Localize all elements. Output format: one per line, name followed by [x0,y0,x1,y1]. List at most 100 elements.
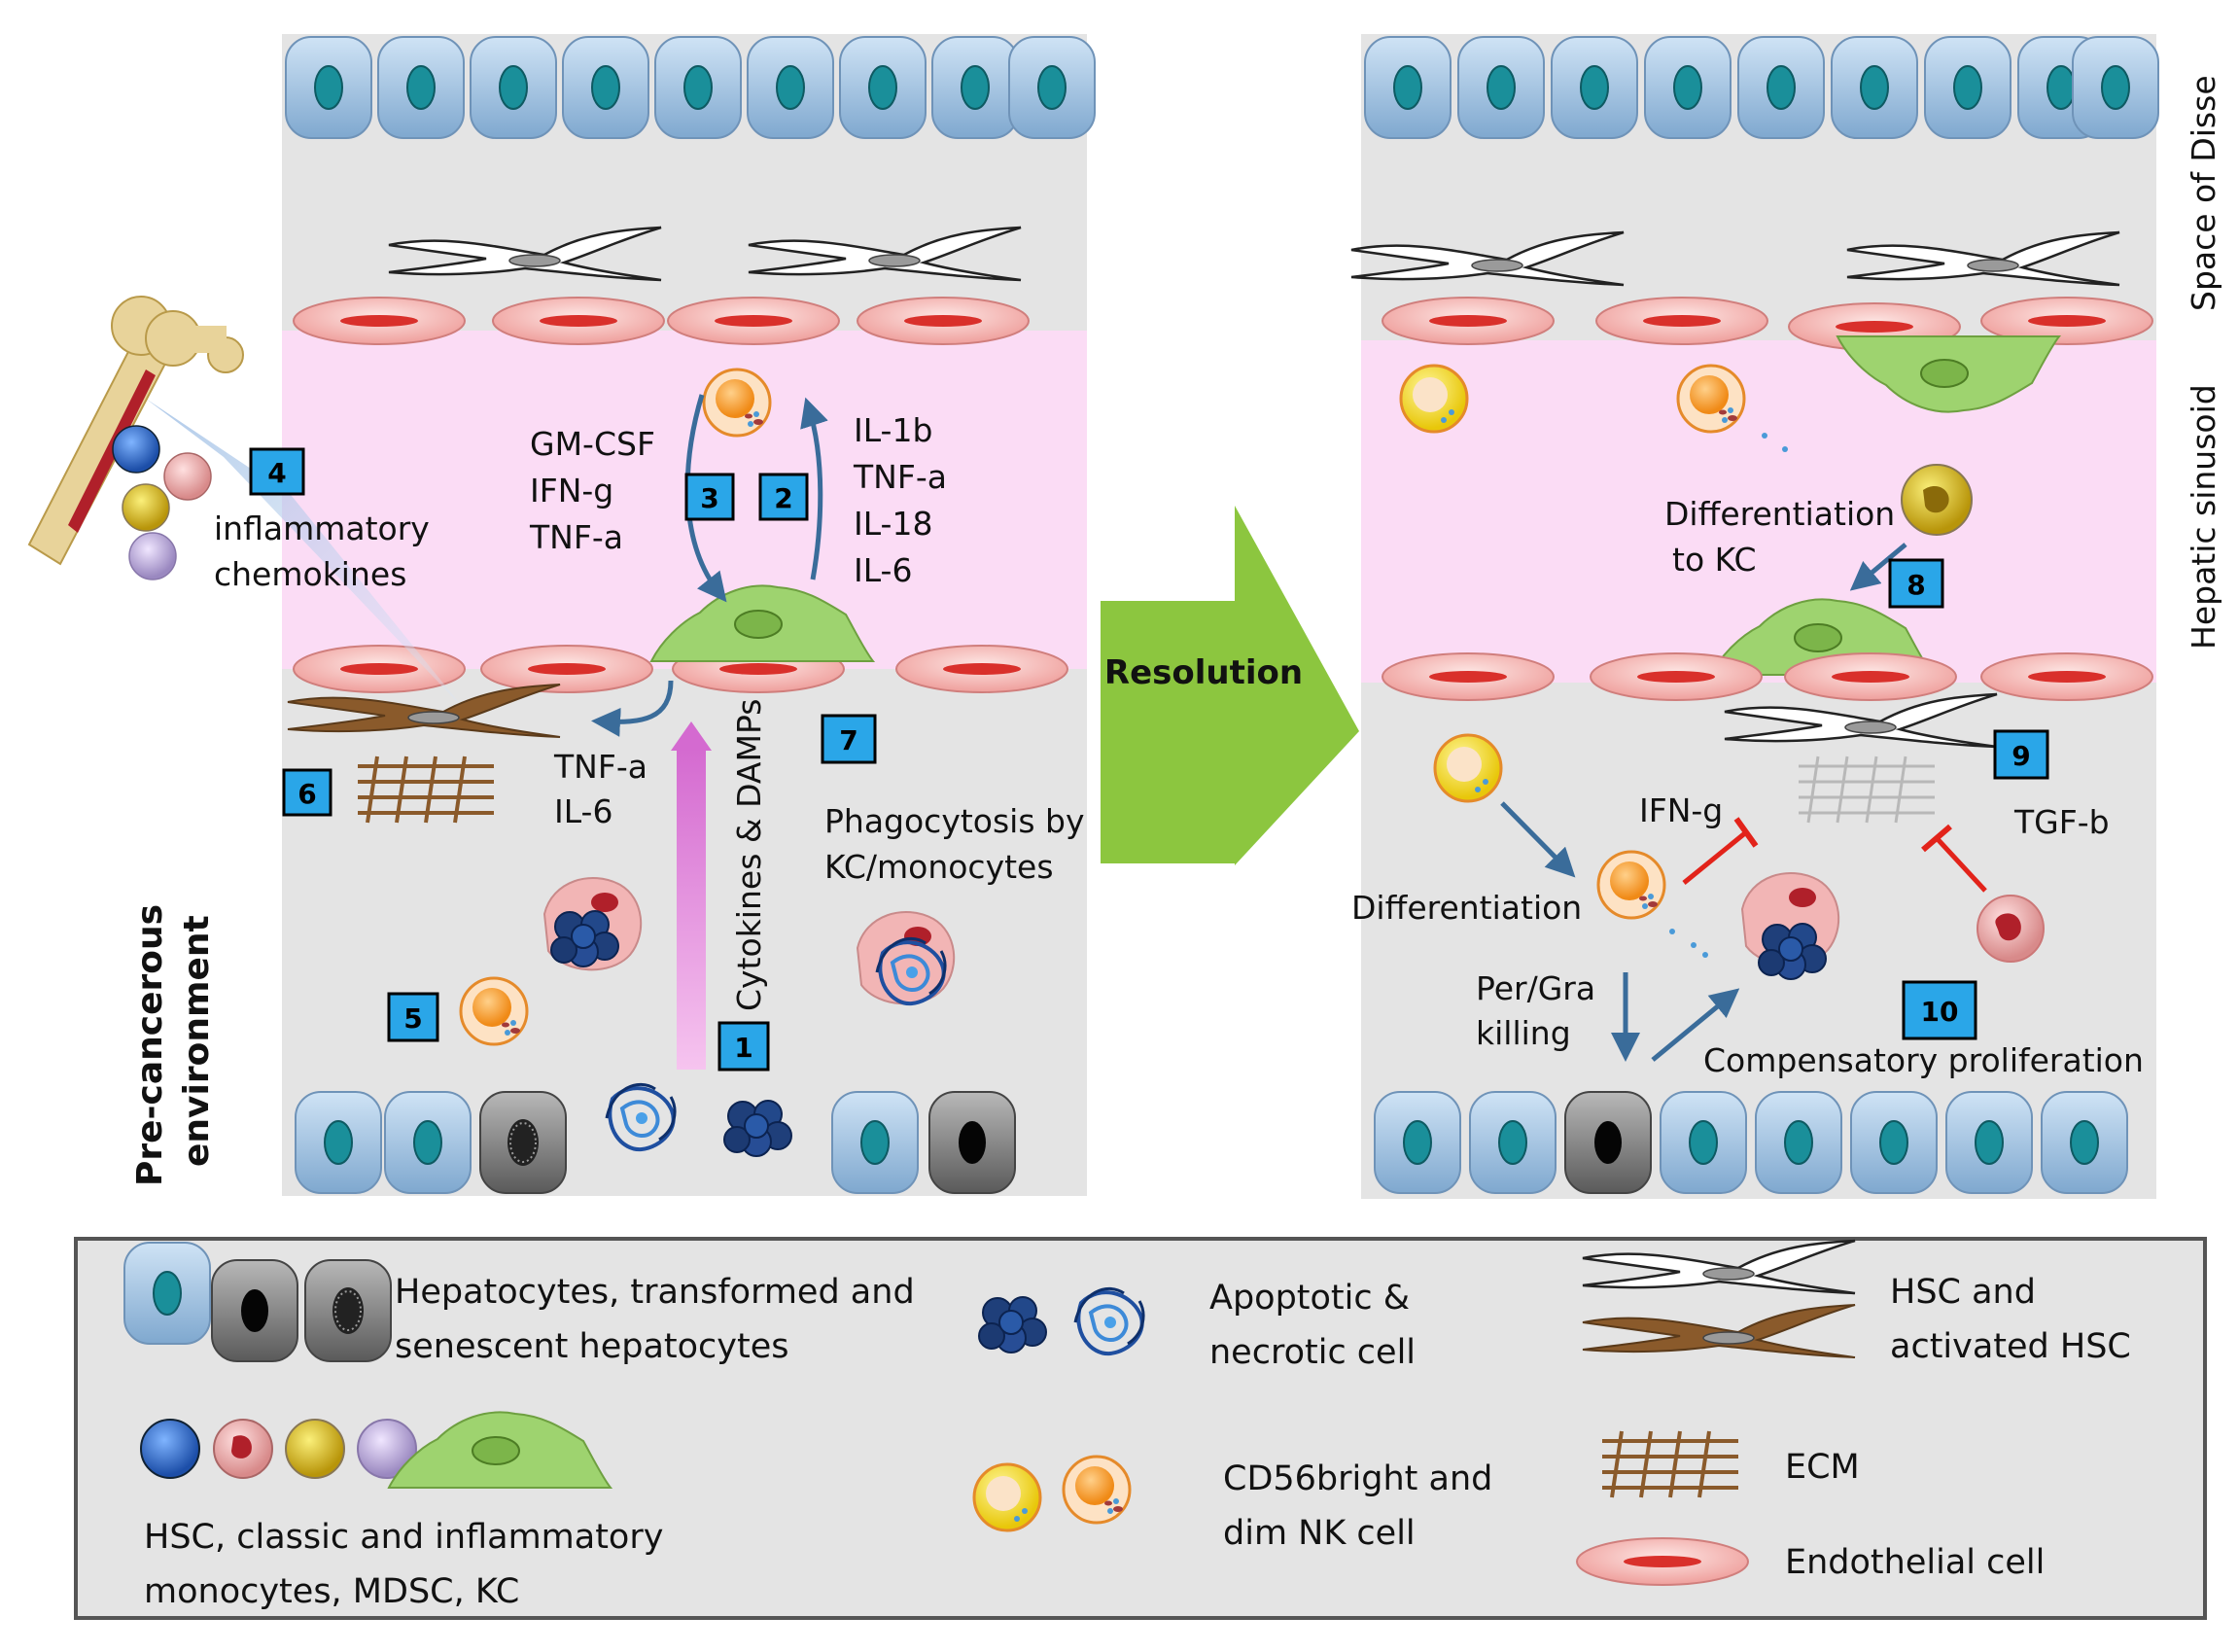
legend-hepatocytes-line-1: Hepatocytes, transformed and [395,1273,915,1312]
badge-8 [1888,558,1944,609]
legend-hepatocytes-line-2: senescent hepatocytes [395,1327,789,1366]
nk-cell [702,368,772,438]
inhibit-tgf [1921,824,1987,893]
chemokines-label: inflammatory chemokines [214,510,439,593]
badge-5-label: 5 [403,1002,422,1035]
legend-monocytes-line-1: HSC, classic and inflammatory [144,1518,663,1557]
arrow-to-kc [1849,543,1907,591]
monocyte-pink [163,452,212,501]
right-panel: Differentiation to KC 8 9 IFN-g TGF-b [1349,34,2222,1199]
per-gra-line-2: killing [1476,1014,1571,1052]
badge-6 [282,768,332,817]
badge-10-label: 10 [1921,996,1959,1028]
legend-hepatocytes-label: Hepatocytes, transformed and senescent h… [395,1273,926,1366]
legend-nk-line-2: dim NK cell [1223,1514,1416,1553]
legend-monocytes-line-2: monocytes, MDSC, KC [144,1572,519,1611]
badge-3 [684,473,735,521]
legend-apoptotic-label: Apoptotic & necrotic cell [1209,1279,1420,1372]
badge-7-label: 7 [839,724,857,756]
phagocytosis-label: Phagocytosis by KC/monocytes [824,802,1095,886]
monocyte-lilac [128,532,177,580]
cytokines-group-2-item: IL-1b [854,411,932,449]
legend-hsc-line-2: activated HSC [1890,1327,2131,1366]
tnf-il6-item: IL-6 [554,792,612,830]
badge-1-label: 1 [734,1032,752,1064]
diff-kc-label: Differentiation to KC [1664,495,1906,579]
legend-hepatocytes-icons [123,1242,392,1362]
legend-monocyte-icons [140,1411,612,1489]
diff-kc-line-1: Differentiation [1664,495,1895,533]
arrow-2 [800,397,828,580]
damps-label: Cytokines & DAMPs [730,699,768,1012]
legend-nk-dim-icon [1062,1455,1132,1525]
legend-nk-line-1: CD56bright and [1223,1459,1492,1498]
inhibit-ifn [1682,817,1759,885]
compensatory-label: Compensatory proliferation [1703,1041,2144,1079]
badge-4 [249,447,305,496]
legend-ecm-label: ECM [1785,1448,1860,1487]
ifn-g-label: IFN-g [1639,791,1723,829]
nk-cell [1596,850,1666,920]
left-top-hepatocyte-row [285,36,1096,139]
badge-2 [758,473,809,521]
legend-hsc-label: HSC and activated HSC [1890,1273,2131,1366]
arrow-killing-up [1651,988,1740,1062]
badge-9 [1993,729,2049,780]
badge-7 [821,714,877,764]
arrow-to-hsc [591,680,674,737]
tgf-b-label: TGF-b [2013,803,2110,841]
arrow-differentiation [1500,801,1576,878]
badge-3-label: 3 [700,482,718,514]
tnf-il6-item: TNF-a [553,748,647,786]
legend-nk-label: CD56bright and dim NK cell [1223,1459,1504,1553]
badge-1 [717,1021,770,1072]
cytokines-group-1-item: GM-CSF [530,425,655,463]
apoptotic-cell [1758,923,1827,980]
legend-apoptotic-line-2: necrotic cell [1209,1333,1416,1372]
pre-cancerous-label: Pre-cancerous environment [130,892,217,1186]
phagocytosis-line-1: Phagocytosis by [824,802,1085,840]
monocyte-gold [122,483,170,532]
resolution-label: Resolution [1104,653,1303,692]
right-top-hepatocyte-row [1364,36,2159,139]
legend-monocytes-label: HSC, classic and inflammatory monocytes,… [144,1518,675,1611]
pre-cancerous-line-1: Pre-cancerous [130,904,170,1186]
badge-5 [387,992,439,1042]
per-gra-label: Per/Gra killing [1476,969,1606,1052]
legend-endothelial-icon [1576,1537,1749,1586]
legend-endothelial-label: Endothelial cell [1785,1543,2045,1582]
monocyte-blue [112,425,160,474]
chemokines-line-2: chemokines [214,555,406,593]
cytokines-group-2-item: IL-18 [854,505,932,543]
per-gra-line-1: Per/Gra [1476,969,1595,1007]
damps-arrow-head [671,721,712,751]
diff-kc-line-2: to KC [1672,541,1757,579]
badge-4-label: 4 [267,457,286,489]
damps-arrow-body [677,749,706,1070]
monocyte-pink [1977,895,2045,963]
bone-marrow-icon [27,296,244,566]
space-of-disse-label: Space of Disse [2185,75,2222,311]
nk-cell-bright [1433,733,1503,803]
badge-8-label: 8 [1907,569,1925,601]
resolution-arrow: Resolution [1101,506,1359,865]
badge-2-label: 2 [774,482,792,514]
cytokines-group-2-item: TNF-a [853,458,947,496]
legend-hsc-line-1: HSC and [1890,1273,2036,1312]
apoptotic-cell [550,910,619,967]
phagocytosis-line-2: KC/monocytes [824,848,1054,886]
nk-cell [459,976,529,1046]
pre-cancerous-line-2: environment [177,915,217,1167]
legend-nk-bright-icon [972,1462,1042,1532]
cytokines-group-1-item: TNF-a [529,518,623,556]
nk-cell-bright [1399,364,1469,434]
apoptotic-cell [723,1100,792,1157]
badge-10 [1902,980,1977,1040]
badge-9-label: 9 [2012,740,2030,772]
legend-apoptotic-icon [978,1296,1047,1353]
nk-cell [1676,364,1746,434]
cytokines-group-2-item: IL-6 [854,551,912,589]
legend: Hepatocytes, transformed and senescent h… [74,1237,2207,1620]
cytokines-group-1-item: IFN-g [530,472,613,510]
